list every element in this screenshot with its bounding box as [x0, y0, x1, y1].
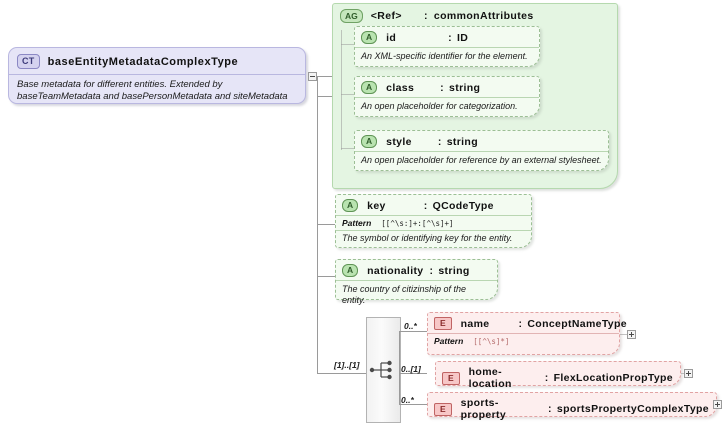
element-separator: : [548, 403, 552, 415]
connector-seq-to-homelocation [399, 373, 427, 374]
attribute-name-id: id [386, 31, 397, 44]
attribute-documentation-class: An open placeholder for categorization. [361, 101, 518, 111]
element-name-name: name [460, 317, 490, 330]
element-header-home-location: E home-location : FlexLocationPropType [436, 362, 680, 393]
attribute-type-nationality: string [438, 264, 470, 277]
attribute-documentation-style: An open placeholder for reference by an … [361, 155, 602, 165]
attribute-header-class: A class : string [355, 77, 539, 98]
element-tag-icon: E [442, 371, 460, 385]
attribute-type-style: string [446, 135, 478, 148]
attribute-tag-icon: A [361, 81, 378, 94]
attribute-separator: : [448, 31, 453, 44]
attribute-documentation-key: The symbol or identifying key for the en… [342, 233, 513, 243]
element-header-sports-property: E sports-property : sportsPropertyComple… [428, 393, 716, 424]
attribute-type-id: ID [457, 31, 469, 44]
connector-ag-spine [341, 30, 342, 150]
attribute-header-key: A key : QCodeType [336, 195, 531, 216]
attributegroup-name: commonAttributes [433, 10, 534, 22]
connector-seq-to-name [399, 331, 427, 332]
attribute-tag-icon: A [342, 199, 359, 212]
attribute-box-style[interactable]: A style : string An open placeholder for… [354, 130, 609, 171]
connector-seq-to-sportsproperty [399, 404, 427, 405]
attribute-box-class[interactable]: A class : string An open placeholder for… [354, 76, 540, 117]
pattern-label: Pattern [342, 218, 372, 228]
attribute-separator: : [423, 199, 428, 212]
pattern-value: [[^\s:]+:[^\s]+] [381, 219, 454, 228]
attributegroup-separator: : [423, 10, 428, 22]
pattern-value: [[^\s]*] [473, 337, 510, 346]
connector-branch-key [317, 224, 335, 225]
compositor-cardinality: [1]..[1] [334, 360, 360, 370]
element-name-home-location: home-location [468, 366, 512, 390]
connector-sequence-spine [399, 331, 400, 404]
attribute-separator: : [437, 135, 442, 148]
connector-ag-to-id [341, 44, 354, 45]
attribute-name-style: style [386, 135, 412, 148]
element-cardinality-name: 0..* [404, 321, 417, 331]
element-separator: : [544, 372, 549, 384]
element-expand-toggle-home-location[interactable] [684, 369, 693, 378]
sequence-compositor[interactable] [366, 317, 401, 423]
attribute-documentation-id: An XML-specific identifier for the eleme… [361, 51, 528, 61]
connector-branch-sequence [317, 373, 366, 374]
attribute-header-nationality: A nationality : string [336, 260, 497, 281]
pattern-label: Pattern [434, 336, 464, 346]
complextype-collapse-toggle[interactable] [308, 72, 317, 81]
attribute-box-key[interactable]: A key : QCodeType Pattern [[^\s:]+:[^\s]… [335, 194, 532, 248]
connector-root-stub [317, 76, 335, 77]
element-cardinality-home-location: 0..[1] [401, 364, 421, 374]
element-type-name: ConceptNameType [527, 317, 627, 330]
element-cardinality-sports-property: 0..* [401, 395, 414, 405]
attribute-name-class: class [386, 81, 415, 94]
complextype-box-baseEntityMetadataComplexType[interactable]: CT baseEntityMetadataComplexType Base me… [8, 47, 306, 104]
connector-ag-to-class [341, 94, 354, 95]
element-type-sports-property: sportsPropertyComplexType [556, 403, 709, 415]
attributegroup-header: AG <Ref> : commonAttributes [333, 4, 617, 27]
element-tag-icon: E [434, 317, 452, 330]
element-separator: : [518, 317, 523, 330]
connector-homelocation-to-expander [681, 373, 684, 374]
connector-branch-attrgroup [317, 96, 335, 97]
attribute-type-class: string [449, 81, 481, 94]
attribute-tag-icon: A [361, 31, 378, 44]
attribute-header-style: A style : string [355, 131, 608, 152]
attribute-box-nationality[interactable]: A nationality : string The country of ci… [335, 259, 498, 305]
attribute-tag-icon: A [361, 135, 378, 148]
complextype-title: baseEntityMetadataComplexType [47, 55, 239, 68]
element-type-home-location: FlexLocationPropType [553, 372, 673, 384]
connector-ag-to-style [341, 148, 354, 149]
element-pattern-row-name: Pattern [[^\s]*] [428, 334, 619, 348]
complextype-tag-icon: CT [17, 54, 40, 69]
attribute-tag-icon: A [342, 264, 359, 277]
element-box-name[interactable]: E name : ConceptNameType Pattern [[^\s]*… [427, 312, 627, 355]
attributegroup-tag-icon: AG [340, 9, 363, 23]
attribute-separator: : [440, 81, 445, 94]
sequence-icon [369, 360, 392, 380]
element-expand-toggle-name[interactable] [627, 330, 636, 339]
connector-branch-nationality [317, 276, 335, 277]
element-name-sports-property: sports-property [460, 397, 507, 421]
attribute-name-nationality: nationality [367, 264, 424, 277]
element-box-sports-property[interactable]: E sports-property : sportsPropertyComple… [427, 392, 717, 421]
element-header-name: E name : ConceptNameType [428, 313, 627, 334]
attribute-separator: : [429, 264, 434, 277]
element-box-home-location[interactable]: E home-location : FlexLocationPropType [435, 361, 681, 390]
element-tag-icon: E [434, 402, 452, 416]
complextype-header: CT baseEntityMetadataComplexType [9, 48, 305, 75]
complextype-documentation: Base metadata for different entities. Ex… [17, 79, 288, 102]
attribute-type-key: QCodeType [432, 199, 494, 212]
attribute-pattern-row-key: Pattern [[^\s:]+:[^\s]+] [336, 216, 531, 231]
attributegroup-ref-label: <Ref> [370, 10, 402, 22]
connector-name-to-expander [620, 334, 627, 335]
attribute-name-key: key [367, 199, 386, 212]
attribute-box-id[interactable]: A id : ID An XML-specific identifier for… [354, 26, 540, 67]
attribute-documentation-nationality: The country of citizinship of the entity… [342, 284, 467, 305]
element-expand-toggle-sports-property[interactable] [713, 400, 722, 409]
attribute-header-id: A id : ID [355, 27, 539, 48]
